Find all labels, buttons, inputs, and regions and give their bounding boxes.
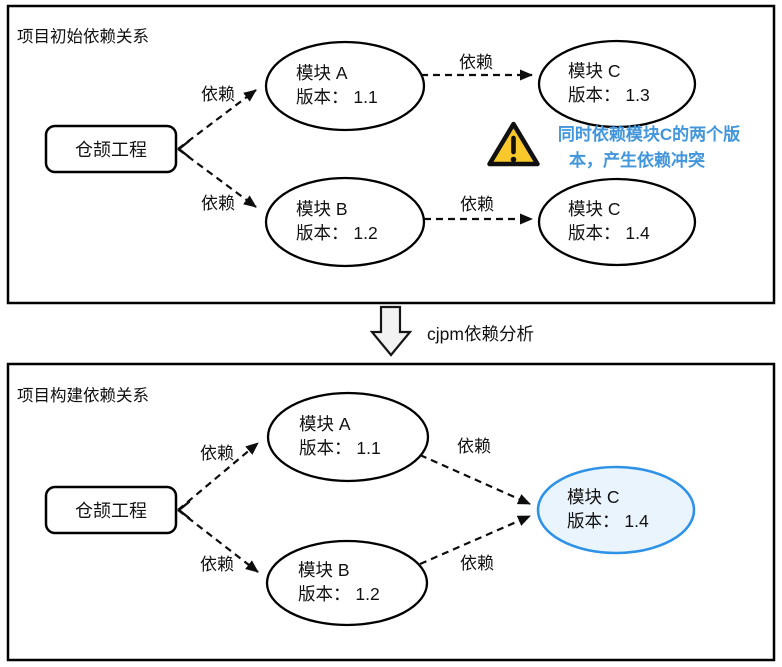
dep-label-b-c-build: 依赖 (460, 554, 494, 573)
module-c13-node (537, 39, 697, 129)
project-node-build (44, 485, 178, 535)
module-c14-node (537, 177, 697, 267)
module-a-name-build: 模块 A (299, 414, 351, 434)
module-b-version-initial: 版本： 1.2 (296, 223, 378, 243)
conflict-note-line2: 本，产生依赖冲突 (569, 150, 705, 170)
dep-label-a-c13: 依赖 (459, 53, 493, 72)
module-c13-version: 版本： 1.3 (568, 85, 650, 105)
transition-label: cjpm依赖分析 (427, 324, 534, 344)
dep-label-project-a-initial: 依赖 (201, 85, 235, 104)
module-b-name-build: 模块 B (298, 560, 350, 580)
edge-module-a-to-c-build (419, 453, 531, 506)
dep-label-project-b-initial: 依赖 (201, 194, 235, 213)
project-node-build-label: 仓颉工程 (75, 501, 147, 521)
conflict-note-line1: 同时依赖模块C的两个版 (558, 124, 740, 144)
edge-project-to-module-a-build (177, 442, 259, 511)
dep-label-b-c14: 依赖 (460, 195, 494, 214)
project-node-initial-label: 仓颉工程 (75, 140, 147, 160)
edge-project-to-module-a-initial (177, 89, 257, 150)
module-c-resolved-node (536, 465, 696, 555)
warning-icon (487, 121, 540, 167)
module-a-version-build: 版本： 1.1 (299, 438, 381, 458)
module-a-node-build (266, 391, 430, 483)
module-a-node-initial (264, 40, 426, 132)
edge-project-to-module-b-initial (177, 148, 257, 208)
dep-label-project-a-build: 依赖 (200, 444, 234, 463)
module-c14-version: 版本： 1.4 (568, 223, 650, 243)
module-b-version-build: 版本： 1.2 (298, 584, 380, 604)
panel-build-title: 项目构建依赖关系 (17, 386, 149, 405)
project-node-initial (44, 124, 178, 174)
module-b-node-initial (264, 176, 426, 268)
down-arrow-icon (369, 305, 413, 357)
dep-label-a-c-build: 依赖 (457, 437, 491, 456)
edge-module-b-to-c-build (419, 514, 531, 566)
module-c13-name: 模块 C (568, 61, 621, 81)
panel-initial-title: 项目初始依赖关系 (17, 27, 149, 46)
edge-project-to-module-b-build (177, 509, 259, 573)
module-b-node-build (265, 539, 429, 627)
module-a-name-initial: 模块 A (296, 63, 348, 83)
module-c-resolved-name: 模块 C (567, 487, 620, 507)
module-c14-name: 模块 C (568, 199, 621, 219)
module-c-resolved-version: 版本： 1.4 (567, 511, 649, 531)
module-a-version-initial: 版本： 1.1 (296, 87, 378, 107)
dep-label-project-b-build: 依赖 (200, 555, 234, 574)
module-b-name-initial: 模块 B (296, 199, 348, 219)
